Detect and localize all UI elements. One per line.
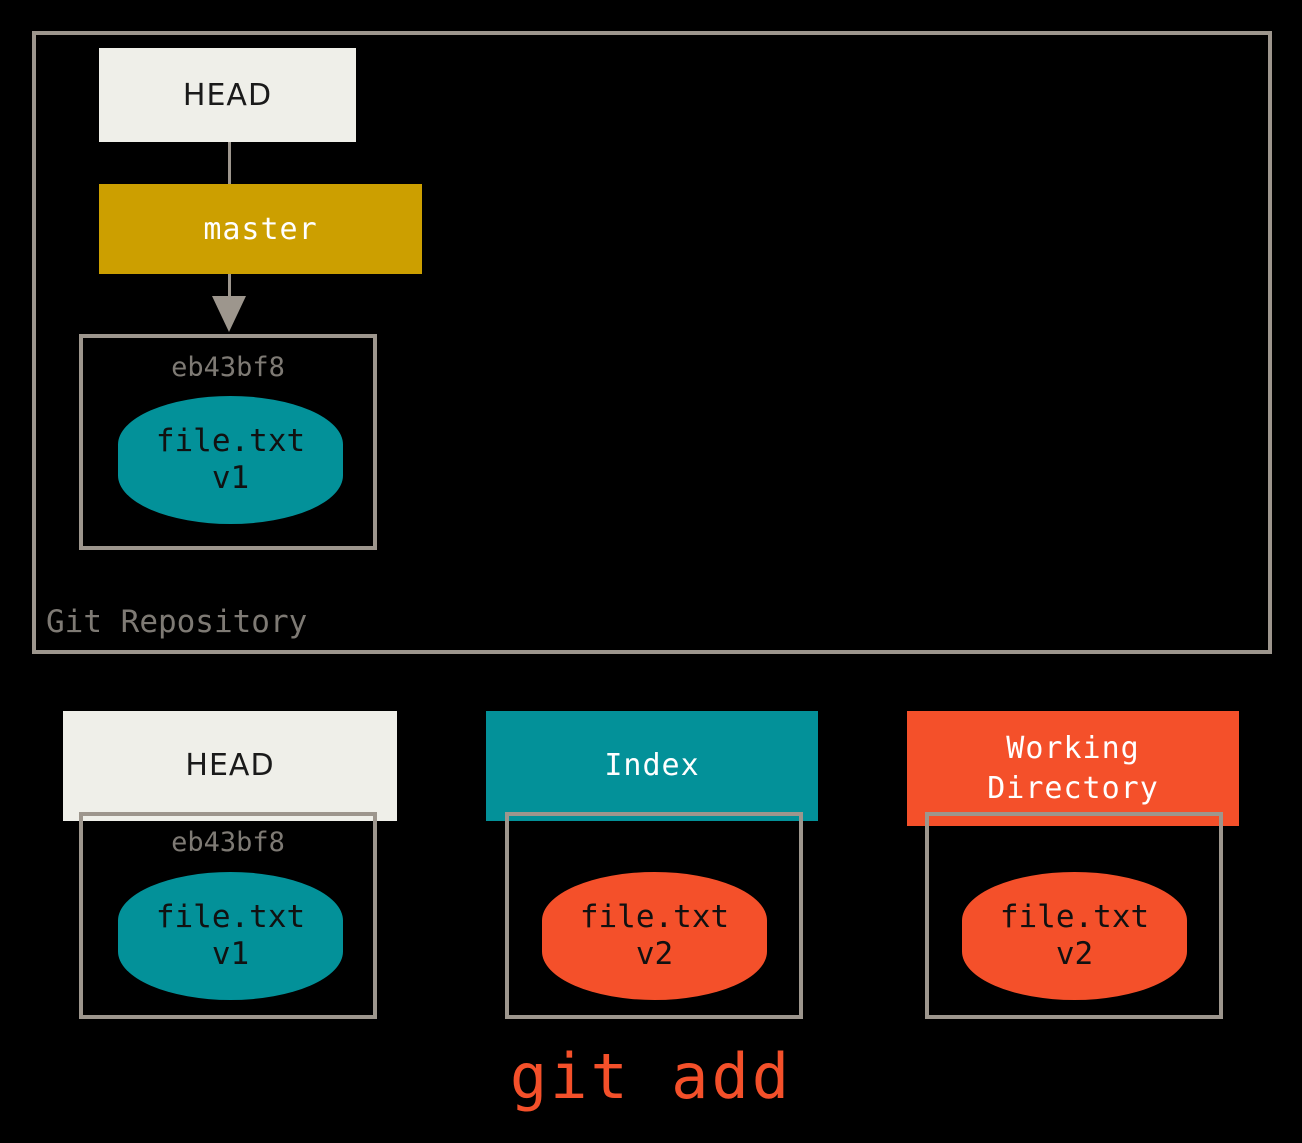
repo-commit-file-name: file.txt <box>155 423 306 460</box>
repo-commit-sha: eb43bf8 <box>171 352 285 383</box>
column-header-head: HEAD <box>63 711 397 821</box>
repo-branch-master-label: master <box>203 211 318 247</box>
column-header-index-label: Index <box>604 748 700 784</box>
column-header-working-directory-label: Working Directory <box>987 730 1159 806</box>
column-index-file-version: v2 <box>635 936 674 972</box>
column-header-working-directory: Working Directory <box>907 711 1239 826</box>
column-head-file-blob: file.txt v1 <box>118 872 343 1000</box>
repo-head-box: HEAD <box>99 48 356 142</box>
repo-commit-file-version: v1 <box>211 460 250 496</box>
column-working-directory-file-blob: file.txt v2 <box>962 872 1187 1000</box>
command-caption-label: git add <box>509 1040 793 1113</box>
column-head-file-name: file.txt <box>155 899 306 936</box>
arrowhead-icon <box>212 296 246 332</box>
git-repository-label: Git Repository <box>46 604 308 640</box>
column-body-index <box>505 812 803 1019</box>
column-working-directory-file-name: file.txt <box>999 899 1150 936</box>
column-head-file-version: v1 <box>211 936 250 972</box>
column-body-working-directory <box>925 812 1223 1019</box>
connector-master-to-commit <box>228 274 231 301</box>
repo-head-label: HEAD <box>182 77 273 113</box>
repo-commit-file-blob: file.txt v1 <box>118 396 343 524</box>
column-header-head-label: HEAD <box>185 748 275 784</box>
column-working-directory-file-version: v2 <box>1055 936 1094 972</box>
git-repository-frame <box>32 31 1272 654</box>
column-head-sha: eb43bf8 <box>171 827 285 858</box>
column-index-file-name: file.txt <box>579 899 730 936</box>
column-header-index: Index <box>486 711 818 821</box>
connector-head-to-master <box>228 142 231 184</box>
column-index-file-blob: file.txt v2 <box>542 872 767 1000</box>
command-caption: git add <box>0 1040 1302 1113</box>
column-body-head <box>79 812 377 1019</box>
repo-branch-master-box: master <box>99 184 422 274</box>
repo-commit-box: eb43bf8 <box>79 334 377 550</box>
